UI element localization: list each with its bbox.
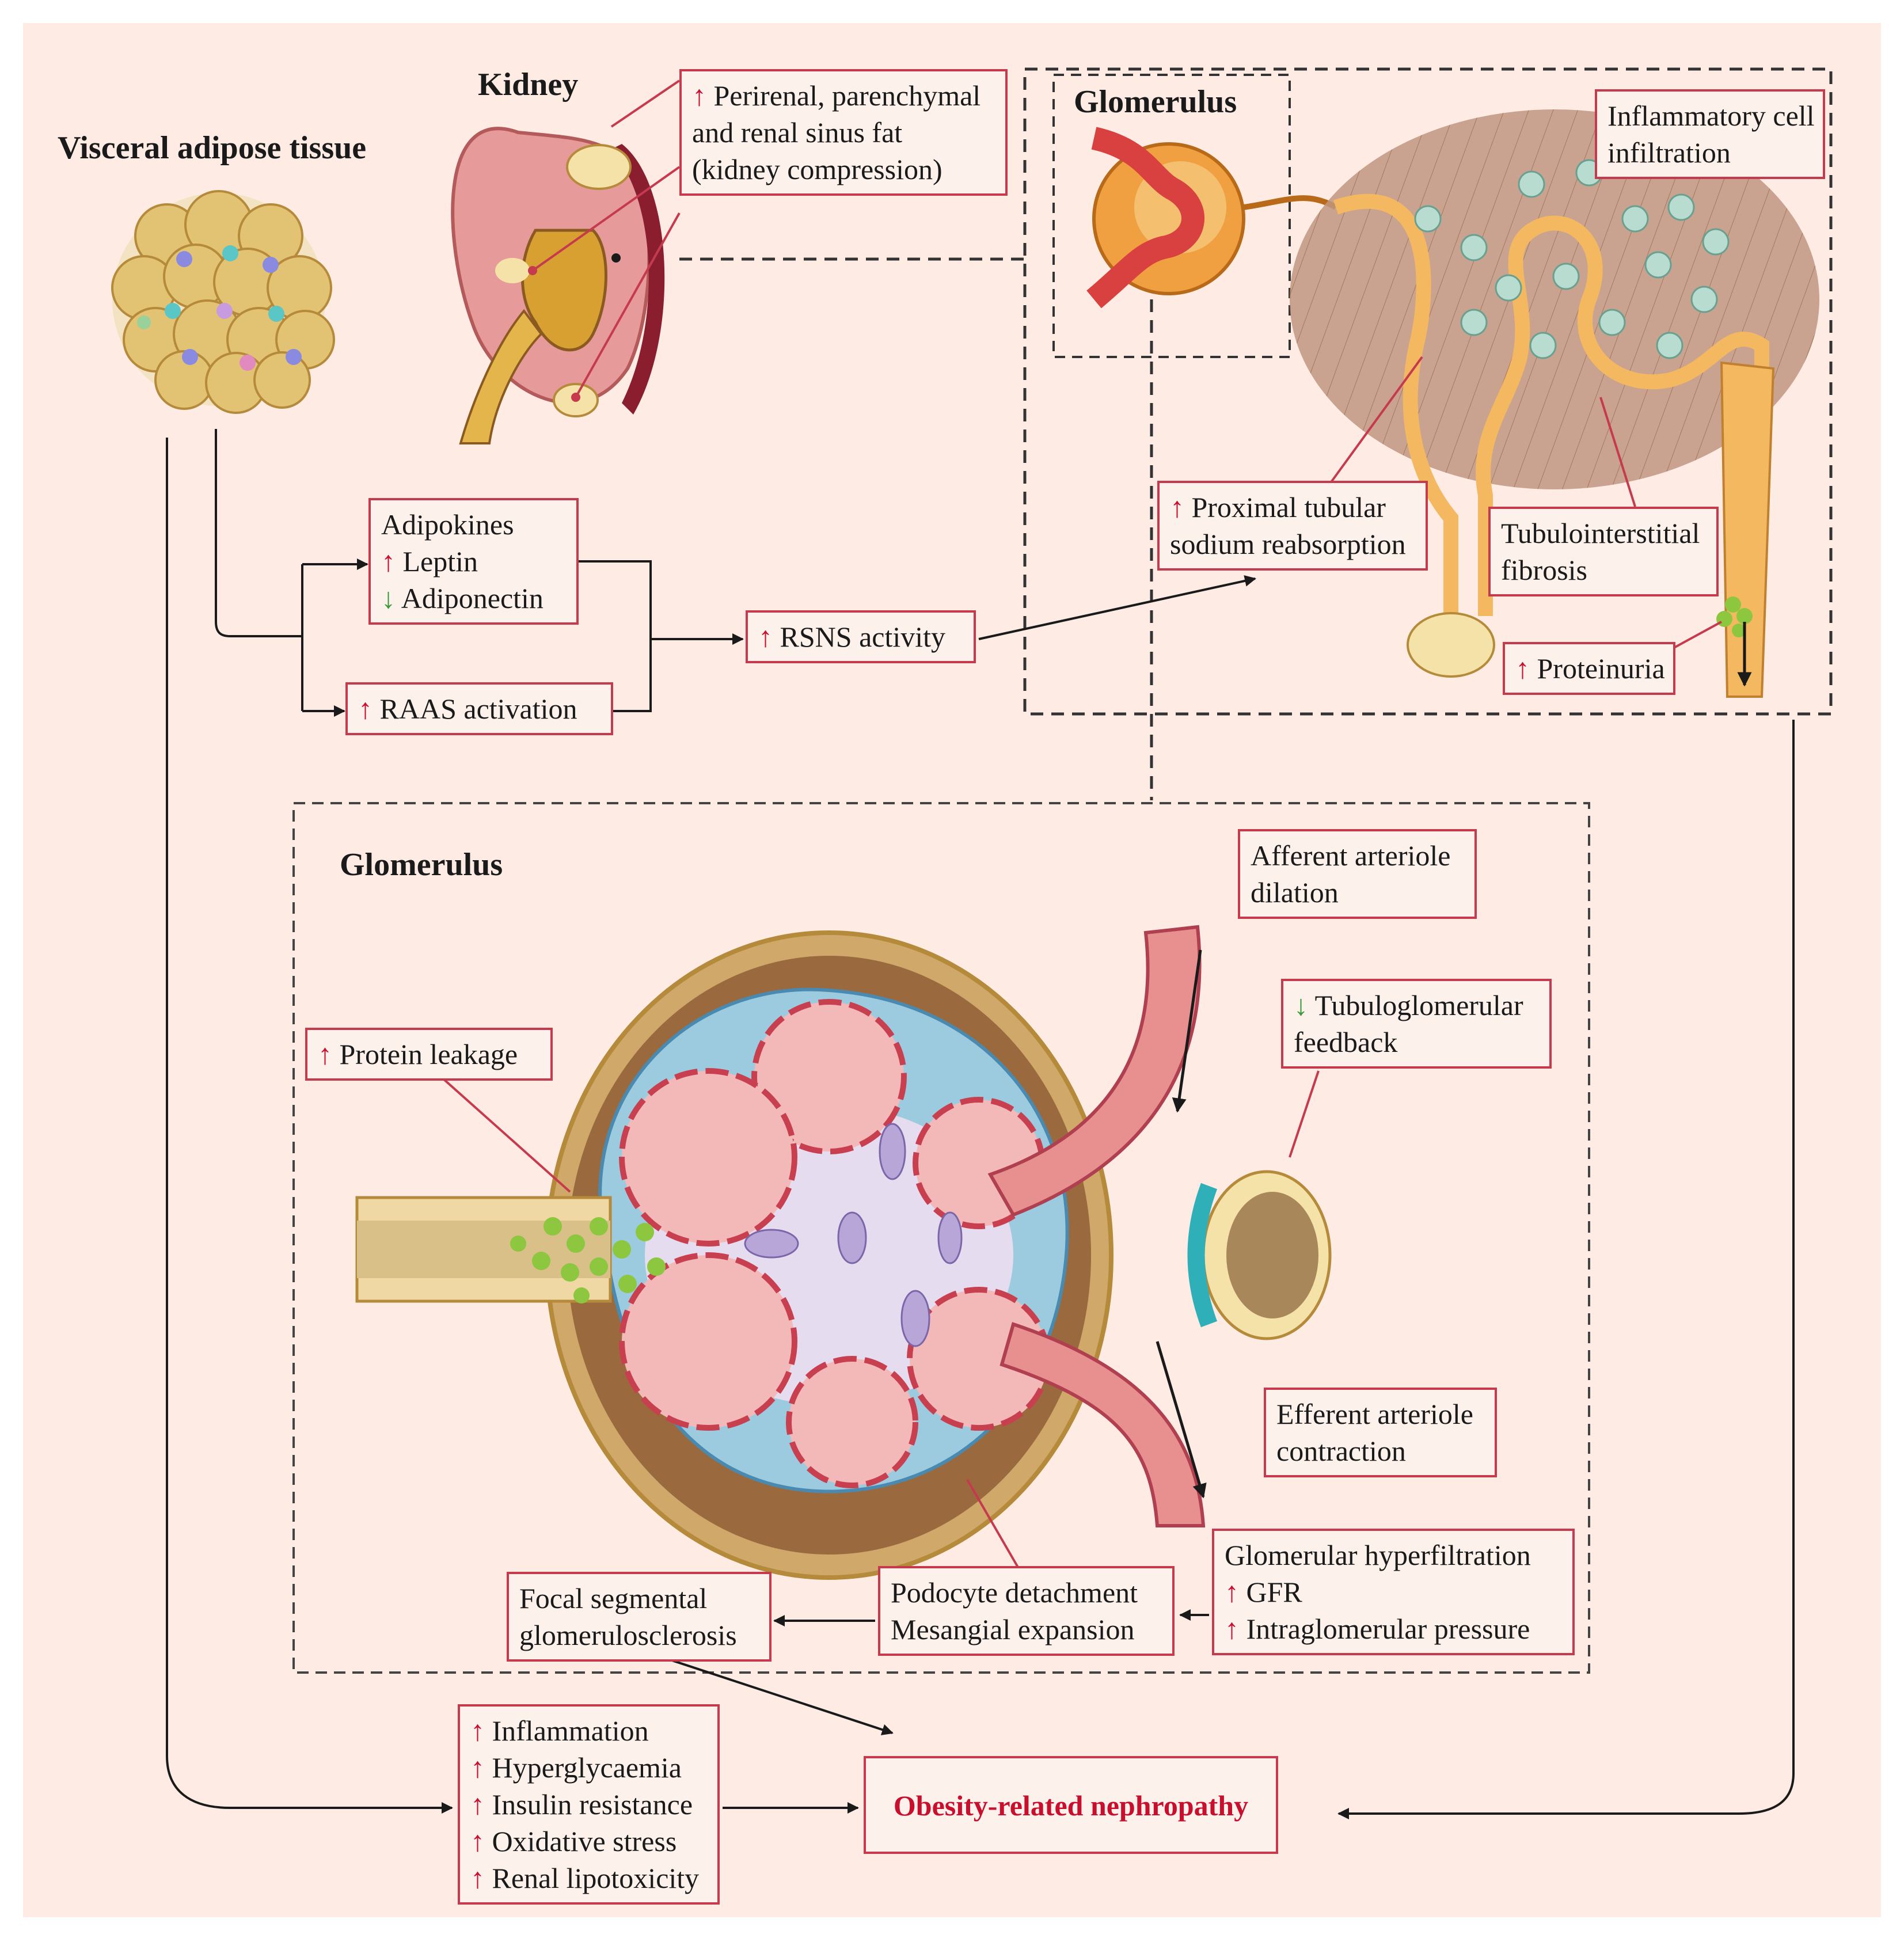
systemic-lipotoxicity: Renal lipotoxicity: [492, 1862, 700, 1894]
perirenal-line-3: (kidney compression): [692, 153, 943, 185]
perirenal-line-2: and renal sinus fat: [692, 116, 903, 149]
tgf-line-2: feedback: [1294, 1026, 1398, 1058]
afferent-line-1: Afferent arteriole: [1251, 839, 1451, 872]
tubulo-line-2: fibrosis: [1501, 554, 1587, 586]
pressure-label: Intraglomerular pressure: [1246, 1613, 1530, 1645]
systemic-hyperglycaemia: Hyperglycaemia: [492, 1751, 682, 1784]
efferent-line-2: contraction: [1276, 1435, 1406, 1467]
up-arrow-icon: ↑: [381, 545, 396, 577]
up-arrow-icon: ↑: [470, 1862, 485, 1894]
pathway-lines: [166, 429, 1795, 1819]
visceral-adipose-title: Visceral adipose tissue: [58, 130, 367, 166]
raas-box: ↑ RAAS activation: [345, 682, 613, 735]
glomerulus-main-title: Glomerulus: [340, 847, 503, 883]
podocyte-mesangial-box: Podocyte detachment Mesangial expansion: [878, 1566, 1175, 1656]
protein-leakage-label: Protein leakage: [339, 1038, 518, 1070]
fsgs-box: Focal segmental glomerulosclerosis: [507, 1572, 772, 1662]
perirenal-line-1: Perirenal, parenchymal: [713, 79, 981, 112]
top-right-dashed-region: [1023, 67, 1833, 716]
afferent-line-2: dilation: [1251, 876, 1339, 909]
gfr-label: GFR: [1246, 1576, 1302, 1608]
up-arrow-icon: ↑: [358, 693, 373, 725]
rsns-label: RSNS activity: [780, 621, 946, 653]
glomerular-hyperfiltration-box: Glomerular hyperfiltration ↑ GFR ↑ Intra…: [1212, 1529, 1575, 1655]
glomerulus-top-title: Glomerulus: [1074, 84, 1237, 120]
efferent-arteriole-box: Efferent arteriole contraction: [1264, 1388, 1497, 1477]
efferent-line-1: Efferent arteriole: [1276, 1398, 1473, 1430]
down-arrow-icon: ↓: [381, 582, 396, 614]
proximal-line-2: sodium reabsorption: [1170, 528, 1406, 560]
fsgs-line-2: glomerulosclerosis: [519, 1619, 737, 1651]
down-arrow-icon: ↓: [1294, 989, 1308, 1021]
systemic-inflammation: Inflammation: [492, 1715, 649, 1747]
up-arrow-icon: ↑: [1515, 652, 1530, 685]
bottom-dashed-region: [292, 802, 1590, 1674]
afferent-arteriole-box: Afferent arteriole dilation: [1238, 829, 1477, 919]
systemic-effects-box: ↑ Inflammation ↑ Hyperglycaemia ↑ Insuli…: [458, 1704, 720, 1905]
proteinuria-box: ↑ Proteinuria: [1503, 642, 1675, 695]
up-arrow-icon: ↑: [470, 1788, 485, 1821]
proteinuria-label: Proteinuria: [1537, 652, 1665, 685]
tubulointerstitial-box: Tubulointerstitial fibrosis: [1488, 507, 1719, 596]
perirenal-fat-box: ↑ Perirenal, parenchymal and renal sinus…: [679, 69, 1008, 196]
tgf-line-1: Tubuloglomerular: [1314, 989, 1523, 1021]
adipose-tissue-illustration: [111, 190, 335, 414]
adipokines-head: Adipokines: [381, 508, 514, 541]
rsns-box: ↑ RSNS activity: [746, 610, 976, 663]
tubuloglomerular-feedback-box: ↓ Tubuloglomerular feedback: [1281, 979, 1552, 1069]
up-arrow-icon: ↑: [692, 79, 706, 112]
proximal-line-1: Proximal tubular: [1191, 491, 1386, 523]
up-arrow-icon: ↑: [470, 1825, 485, 1857]
kidney-illustration: [451, 127, 665, 444]
inflammatory-infiltration-box: Inflammatory cell infiltration: [1595, 89, 1825, 179]
systemic-oxidative-stress: Oxidative stress: [492, 1825, 677, 1857]
glomerulus-main-illustration: [355, 925, 1332, 1580]
up-arrow-icon: ↑: [1225, 1576, 1239, 1608]
hyperfiltration-head: Glomerular hyperfiltration: [1225, 1539, 1531, 1571]
raas-label: RAAS activation: [379, 693, 577, 725]
systemic-insulin-resistance: Insulin resistance: [492, 1788, 693, 1821]
up-arrow-icon: ↑: [470, 1715, 485, 1747]
kidney-title: Kidney: [478, 67, 579, 102]
up-arrow-icon: ↑: [1170, 491, 1184, 523]
podocyte-line-2: Mesangial expansion: [891, 1613, 1135, 1645]
fsgs-line-1: Focal segmental: [519, 1582, 708, 1614]
adipokines-box: Adipokines ↑ Leptin ↓ Adiponectin: [368, 498, 579, 625]
up-arrow-icon: ↑: [1225, 1613, 1239, 1645]
tubule-interstitium-illustration: [1290, 109, 1819, 698]
glomerulus-inset-illustration: [1086, 127, 1337, 309]
tubulo-line-1: Tubulointerstitial: [1501, 517, 1700, 549]
obesity-nephropathy-box: Obesity-related nephropathy: [864, 1756, 1278, 1854]
leptin-label: Leptin: [402, 545, 478, 577]
inflammatory-line-1: Inflammatory cell: [1607, 100, 1815, 132]
inflammatory-line-2: infiltration: [1607, 136, 1731, 169]
up-arrow-icon: ↑: [318, 1038, 332, 1070]
kidney-leaders: [531, 79, 681, 398]
protein-leakage-box: ↑ Protein leakage: [305, 1028, 553, 1081]
up-arrow-icon: ↑: [758, 621, 773, 653]
proximal-tubular-box: ↑ Proximal tubular sodium reabsorption: [1157, 481, 1428, 571]
up-arrow-icon: ↑: [470, 1751, 485, 1784]
adiponectin-label: Adiponectin: [401, 582, 544, 614]
podocyte-line-1: Podocyte detachment: [891, 1576, 1138, 1609]
